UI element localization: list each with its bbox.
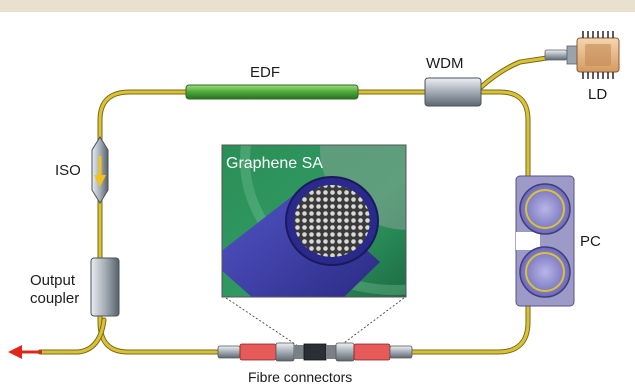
output-arrow [8,345,42,359]
output-coupler [90,257,120,317]
wdm-coupler [424,77,482,107]
inset-title: Graphene SA [226,155,323,172]
edf-fibre [185,84,359,100]
output-coupler-label-line1: Output [30,272,76,289]
ld-module [544,31,620,79]
graphene-sa-inset [222,145,406,297]
top-band [0,0,635,12]
isolator [91,136,109,204]
fibre-connectors [217,342,413,362]
ld-label: LD [588,86,607,103]
inset-projection-lines [225,297,405,347]
fibre-loop [37,53,563,355]
iso-label: ISO [55,162,81,179]
edf-label: EDF [250,64,280,81]
fibre-connectors-label: Fibre connectors [248,369,352,385]
output-coupler-label-line2: coupler [30,290,79,307]
polarization-controller [515,175,575,307]
pc-label: PC [580,233,601,250]
wdm-label: WDM [426,55,464,72]
